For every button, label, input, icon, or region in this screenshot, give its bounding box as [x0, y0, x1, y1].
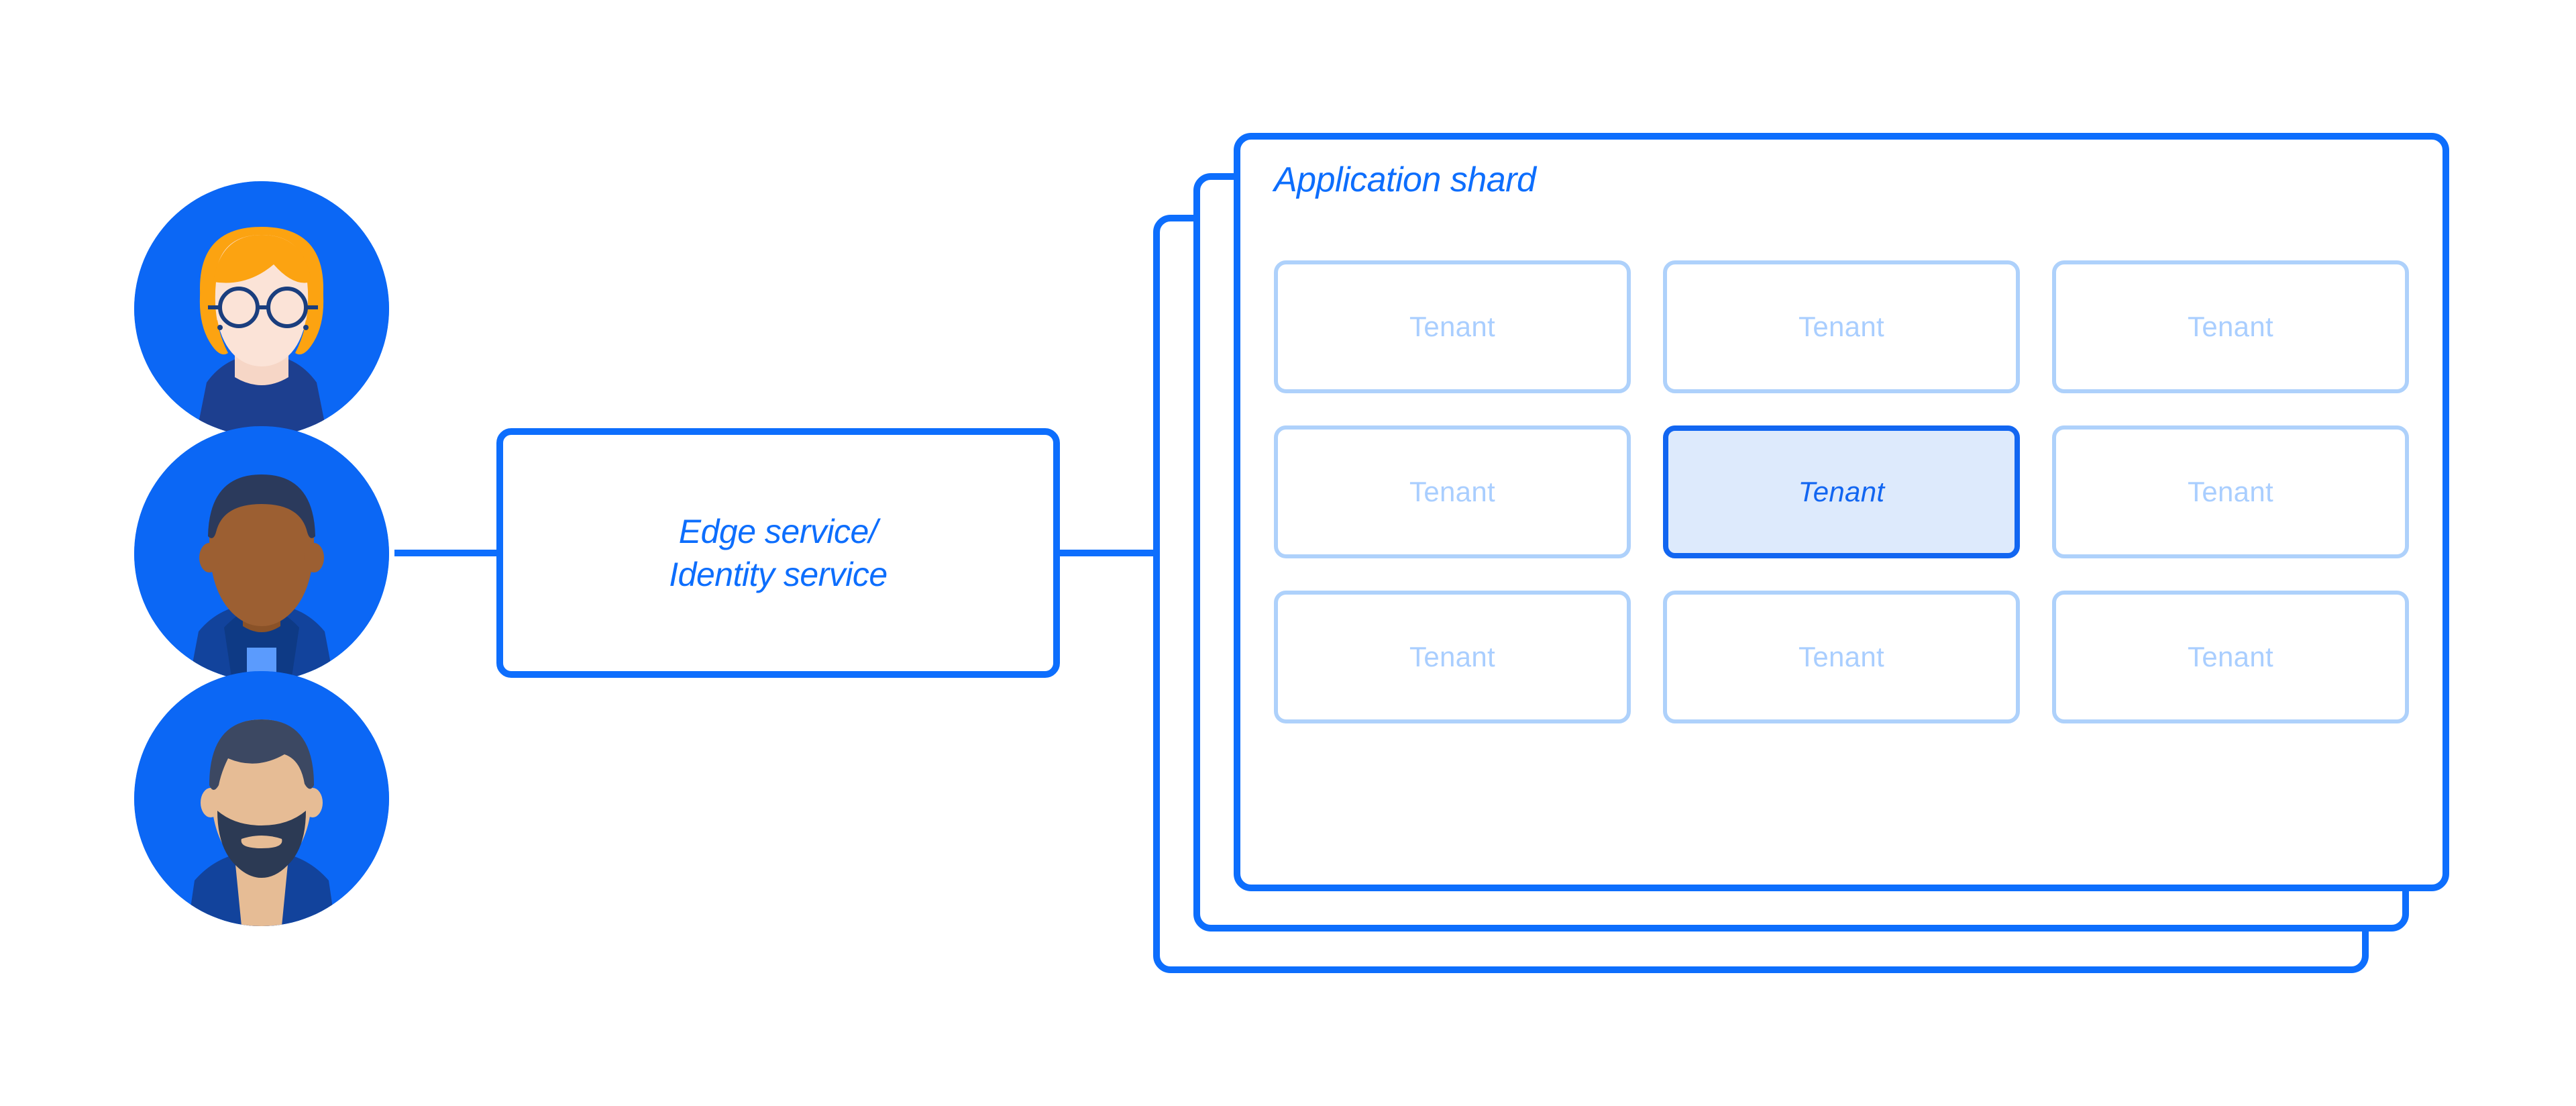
connector-users-to-edge-service: [394, 550, 502, 556]
application-shard-card-front[interactable]: Application shard Tenant Tenant Tenant T…: [1234, 133, 2449, 891]
user-avatar-group: [134, 181, 416, 926]
tenant-cell-active[interactable]: Tenant: [1663, 425, 2020, 558]
avatar-woman-glasses-illustration: [134, 181, 389, 436]
tenant-cell[interactable]: Tenant: [1274, 425, 1631, 558]
avatar-woman-glasses: [134, 181, 389, 436]
avatar-man-short-hair: [134, 426, 389, 681]
application-shard-stack: Application shard Tenant Tenant Tenant T…: [1147, 128, 2455, 980]
tenant-grid: Tenant Tenant Tenant Tenant Tenant Tenan…: [1274, 260, 2409, 723]
connector-edge-service-to-shards: [1055, 550, 1182, 556]
edge-service-box[interactable]: Edge service/ Identity service: [496, 428, 1060, 678]
tenant-cell[interactable]: Tenant: [2052, 260, 2409, 393]
edge-service-label: Edge service/ Identity service: [669, 513, 888, 593]
tenant-cell[interactable]: Tenant: [2052, 591, 2409, 723]
tenant-cell[interactable]: Tenant: [1663, 591, 2020, 723]
tenant-cell[interactable]: Tenant: [1274, 591, 1631, 723]
tenant-cell[interactable]: Tenant: [2052, 425, 2409, 558]
tenant-cell[interactable]: Tenant: [1274, 260, 1631, 393]
tenant-cell[interactable]: Tenant: [1663, 260, 2020, 393]
avatar-man-beard-illustration: [134, 671, 389, 926]
avatar-man-beard: [134, 671, 389, 926]
application-shard-title: Application shard: [1274, 160, 1536, 199]
avatar-man-short-hair-illustration: [134, 426, 389, 681]
